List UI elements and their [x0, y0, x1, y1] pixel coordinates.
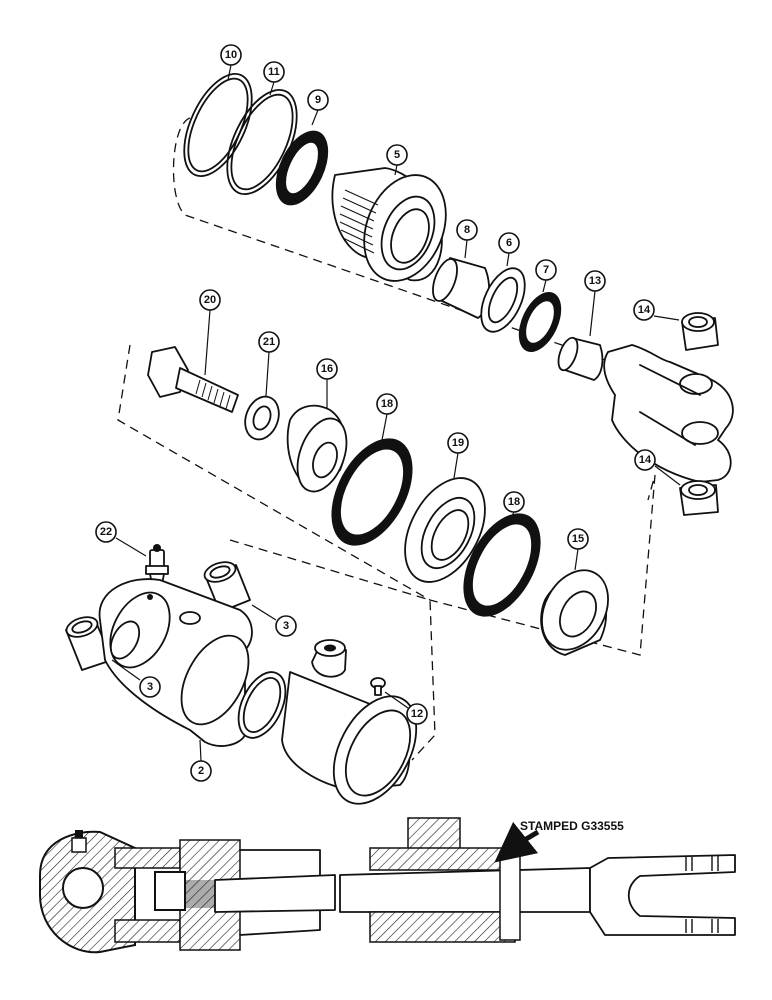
callout-14-lower: 14: [634, 449, 656, 471]
callout-22: 22: [95, 521, 117, 543]
callout-8: 8: [456, 219, 478, 241]
svg-text:7: 7: [543, 264, 549, 276]
stamp-label: STAMPED G33555: [520, 819, 624, 833]
grease-fitting-22: [145, 544, 169, 585]
svg-text:3: 3: [147, 681, 153, 693]
bolt-20: [147, 346, 239, 413]
callout-18-lower: 18: [503, 491, 525, 513]
svg-text:22: 22: [100, 526, 112, 538]
callout-5: 5: [386, 144, 408, 166]
group-boundary-lower: [229, 539, 436, 761]
callout-6: 6: [498, 232, 520, 254]
callout-13: 13: [584, 270, 606, 292]
group-boundary-middle: [117, 344, 656, 656]
leader-lines: [111, 64, 681, 762]
piston-19: [404, 477, 486, 583]
gland-5: [331, 167, 447, 282]
svg-text:16: 16: [321, 363, 333, 375]
screw-12: [370, 677, 386, 696]
rod-clevis: [603, 344, 734, 483]
stamp-pointer-arrow: [494, 821, 540, 863]
assembly-section-view: [39, 817, 736, 954]
callout-14-upper: 14: [633, 299, 655, 321]
cylinder-barrel-end-2: [98, 578, 253, 747]
callout-11: 11: [263, 61, 285, 83]
callout-3-lower: 3: [139, 676, 161, 698]
bushing-14-upper: [681, 312, 719, 351]
svg-text:18: 18: [508, 496, 520, 508]
seal-7: [518, 292, 562, 352]
bushing-8: [432, 257, 490, 319]
svg-text:3: 3: [283, 620, 289, 632]
svg-text:10: 10: [225, 49, 237, 61]
svg-text:21: 21: [263, 336, 275, 348]
callout-9: 9: [307, 89, 329, 111]
callout-20: 20: [199, 289, 221, 311]
svg-text:13: 13: [589, 275, 601, 287]
svg-text:6: 6: [506, 237, 512, 249]
callout-21: 21: [258, 331, 280, 353]
piston-end-15: [540, 569, 609, 656]
callout-7: 7: [535, 259, 557, 281]
svg-text:2: 2: [198, 765, 204, 777]
bushing-14-lower: [679, 480, 719, 516]
callout-10: 10: [220, 44, 242, 66]
seal-18-upper: [331, 438, 413, 546]
cylinder-barrel-tube: [281, 639, 418, 805]
svg-text:11: 11: [268, 66, 280, 78]
svg-text:14: 14: [639, 454, 652, 466]
callout-18-upper: 18: [376, 393, 398, 415]
washer-21: [244, 395, 280, 441]
piston-nut-16: [286, 404, 348, 493]
callout-3-upper: 3: [275, 615, 297, 637]
svg-text:18: 18: [381, 398, 393, 410]
callout-19: 19: [447, 432, 469, 454]
seal-9: [275, 130, 329, 206]
svg-text:20: 20: [204, 294, 216, 306]
o-ring: [237, 671, 287, 739]
callout-16: 16: [316, 358, 338, 380]
ring-6: [480, 267, 526, 333]
svg-text:8: 8: [464, 224, 470, 236]
group-boundary-upper: [172, 117, 641, 373]
svg-text:15: 15: [572, 533, 584, 545]
spacer-13: [557, 336, 604, 381]
svg-text:19: 19: [452, 437, 464, 449]
svg-text:12: 12: [411, 708, 423, 720]
ring-10: [183, 72, 253, 178]
callout-12: 12: [406, 703, 428, 725]
seal-18-lower: [463, 513, 541, 617]
callout-15: 15: [567, 528, 589, 550]
svg-text:9: 9: [315, 94, 321, 106]
callout-2: 2: [190, 760, 212, 782]
svg-text:5: 5: [394, 149, 400, 161]
svg-text:14: 14: [638, 304, 651, 316]
